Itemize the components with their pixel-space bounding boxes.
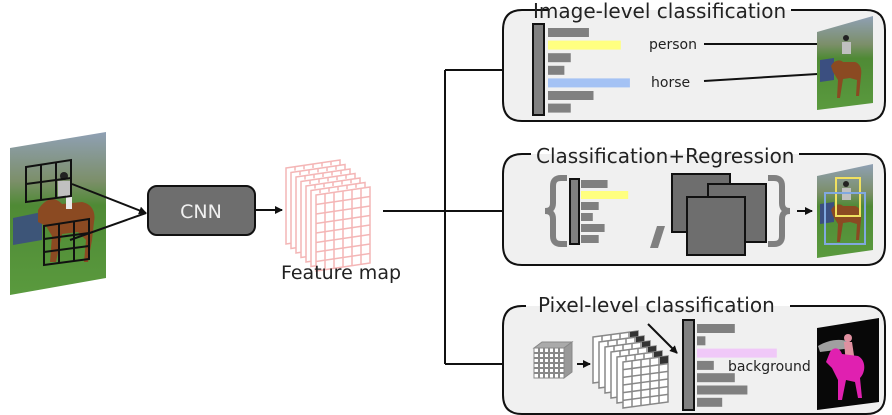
class-label-background: background xyxy=(728,359,811,375)
arrow-grid-top-to-cnn xyxy=(71,183,147,215)
panel-pixel-level: Pixel-level classification background xyxy=(502,293,886,415)
score-bar xyxy=(548,65,565,75)
cnn-block: CNN xyxy=(147,185,256,236)
score-bar xyxy=(697,397,723,407)
score-bar xyxy=(697,324,735,333)
score-bar xyxy=(548,28,589,37)
score-bar xyxy=(548,103,571,113)
input-image xyxy=(10,132,147,295)
arrow-horse xyxy=(703,69,835,82)
score-bar xyxy=(581,213,593,221)
score-bar xyxy=(548,91,594,100)
panel-classification-regression: Classification+Regression xyxy=(502,144,886,266)
score-bar xyxy=(581,191,629,199)
input-volume xyxy=(532,341,574,379)
arrow-grid-bottom-to-cnn xyxy=(69,212,147,241)
panel-image-level: Image-level classification person horse xyxy=(502,0,886,122)
score-bar xyxy=(581,235,599,243)
left-brace xyxy=(544,175,567,247)
comma-separator xyxy=(650,226,665,248)
score-bar xyxy=(697,373,735,383)
score-bar xyxy=(697,385,748,395)
receptive-grid-top xyxy=(25,158,72,204)
score-bar xyxy=(548,78,630,88)
cnn-label: CNN xyxy=(180,201,222,223)
score-bar xyxy=(581,180,608,188)
feature-map-label: Feature map xyxy=(281,262,401,284)
right-brace xyxy=(768,175,791,247)
feature-map-layer xyxy=(315,186,371,272)
regression-map-3 xyxy=(686,196,746,256)
class-label-person: person xyxy=(649,37,697,53)
thumbnail-detection xyxy=(817,164,873,258)
score-bars-pixel-level xyxy=(697,324,777,407)
thumbnail-image-level xyxy=(817,16,873,110)
score-bars-image-level xyxy=(548,28,630,113)
arrow-pixel-to-scores xyxy=(647,323,678,354)
score-column xyxy=(682,319,695,411)
score-bar xyxy=(548,53,571,63)
pixel-feature-layer xyxy=(622,355,669,409)
thumbnail-segmentation xyxy=(817,318,879,410)
bbox-person xyxy=(835,177,861,217)
panel-title-classification-regression: Classification+Regression xyxy=(536,144,795,168)
bbox-horse xyxy=(824,192,866,245)
score-column xyxy=(569,178,580,245)
score-column xyxy=(532,23,545,116)
pixel-feature-stack xyxy=(592,330,669,409)
class-label-horse: horse xyxy=(651,75,690,91)
score-bar xyxy=(581,202,599,210)
receptive-grid-bottom xyxy=(43,217,90,267)
feature-map-stack xyxy=(285,159,371,272)
panel-title-pixel-level: Pixel-level classification xyxy=(538,293,775,317)
score-bar xyxy=(697,360,714,370)
score-bar xyxy=(581,224,605,232)
score-bars-classification xyxy=(581,180,629,243)
score-bar xyxy=(697,348,777,358)
score-bar xyxy=(548,40,621,50)
score-bar xyxy=(697,336,706,346)
panel-title-image-level: Image-level classification xyxy=(533,0,786,23)
